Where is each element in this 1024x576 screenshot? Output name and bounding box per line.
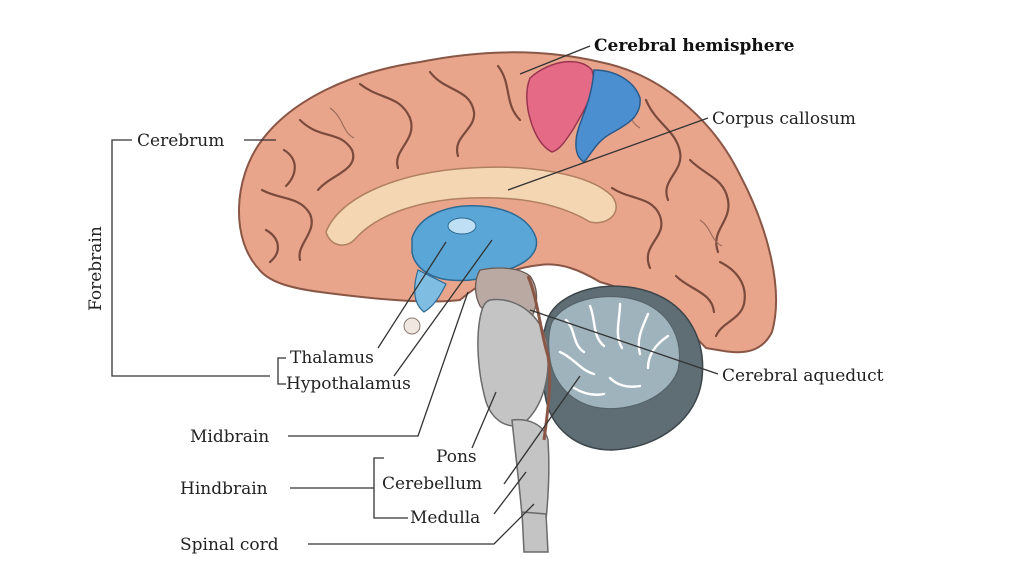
label-corpus-callosum: Corpus callosum xyxy=(712,109,856,129)
label-hindbrain: Hindbrain xyxy=(180,479,268,499)
hemisphere-highlight-pink xyxy=(525,60,595,153)
cortex-folds xyxy=(260,64,746,338)
label-cerebral-aqueduct: Cerebral aqueduct xyxy=(722,366,884,386)
cerebrum-shape xyxy=(238,51,778,354)
label-forebrain: Forebrain xyxy=(86,226,106,311)
label-medulla: Medulla xyxy=(410,508,480,528)
labels: Cerebral hemisphere Corpus callosum Cere… xyxy=(86,36,884,555)
label-cerebral-hemisphere: Cerebral hemisphere xyxy=(594,36,795,56)
brain-illustration xyxy=(238,51,778,553)
hemisphere-highlight-blue xyxy=(575,69,641,163)
pituitary-shape xyxy=(403,317,421,335)
corpus-callosum-shape xyxy=(325,166,617,246)
label-hypothalamus: Hypothalamus xyxy=(286,374,411,394)
pons-shape xyxy=(477,298,549,427)
label-thalamus: Thalamus xyxy=(290,348,374,368)
ventricle-spot xyxy=(447,217,477,235)
spinal-cord-shape xyxy=(521,511,549,553)
hypothalamus-shape xyxy=(414,269,447,313)
label-spinal-cord: Spinal cord xyxy=(180,535,279,555)
leader-lines xyxy=(111,45,719,545)
label-cerebellum: Cerebellum xyxy=(382,474,482,494)
cerebral-aqueduct-shape xyxy=(526,275,552,441)
label-pons: Pons xyxy=(436,447,477,467)
ventricle-shape xyxy=(411,205,538,282)
label-cerebrum: Cerebrum xyxy=(137,131,224,151)
cerebellum-shape xyxy=(541,285,704,451)
label-midbrain: Midbrain xyxy=(190,427,269,447)
